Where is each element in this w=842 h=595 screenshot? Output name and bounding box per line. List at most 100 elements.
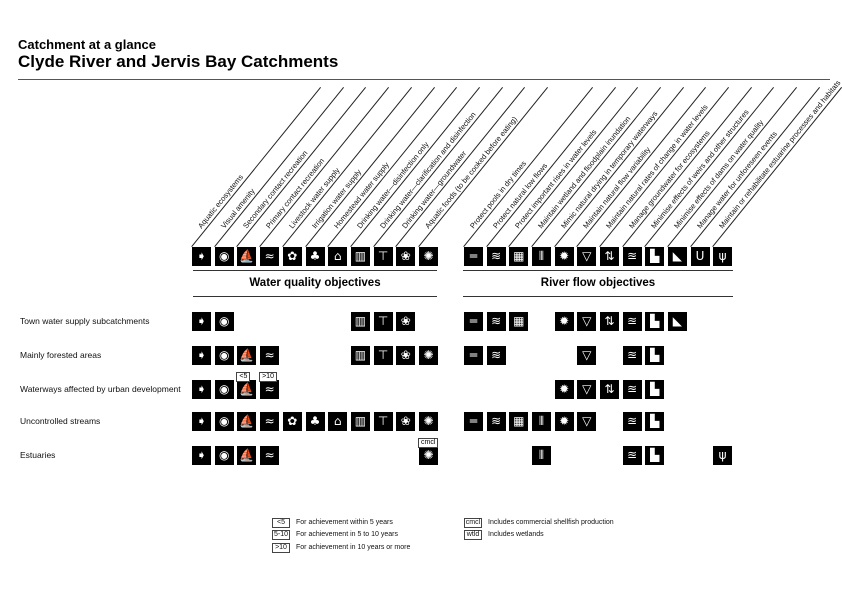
groundwater-icon: ≊ [622,446,642,465]
shell-icon: ✺ [419,412,438,431]
legend-code: 5-10 [272,530,290,540]
rising-water-icon: ▦ [509,247,529,266]
wetland-icon: ⫴ [531,446,551,465]
river-flow-heading: River flow objectives [540,277,656,289]
page-subtitle: Catchment at a glance [18,37,156,52]
fish-icon: ➧ [192,312,211,331]
pool-icon: ═ [464,346,483,365]
row-label: Town water supply subcatchments [20,316,150,326]
legend-code: <5 [272,518,290,528]
wq-bottom-line [193,296,437,297]
timeframe-tag: <5 [236,372,251,382]
up-down-arrows-icon: ⇅ [599,312,619,331]
channel-icon: ▽ [577,346,597,365]
page-title: Clyde River and Jervis Bay Catchments [18,52,339,71]
pump-icon: ❀ [396,346,416,365]
weir-icon: ▙ [645,380,665,399]
eye-icon: ◉ [214,312,234,331]
channel-icon: ▽ [577,312,597,331]
swimmer-icon: ≈ [260,446,280,465]
row-label: Mainly forested areas [20,350,102,360]
row-label: Uncontrolled streams [20,416,101,426]
livestock-icon: ✿ [282,412,302,431]
legend-item: 5-10 For achievement in 5 to 10 years [272,530,398,540]
channel-icon: ▽ [577,412,597,431]
legend-text: For achievement in 10 years or more [296,544,411,551]
low-flow-icon: ≋ [486,312,506,331]
weir-icon: ▙ [645,446,665,465]
low-flow-icon: ≋ [486,412,506,431]
groundwater-icon: ≊ [622,346,642,365]
eye-icon: ◉ [214,446,234,465]
pump-icon: ❀ [396,312,416,331]
wetland-icon: ⫴ [531,412,551,431]
row-label: Waterways affected by urban development [20,384,181,394]
fish-icon: ➧ [192,446,211,465]
wq-top-line [193,270,437,271]
shell-icon: ✺ [419,446,438,465]
weir-icon: ▙ [645,412,665,431]
channel-icon: ▽ [577,380,597,399]
bucket-icon: ▥ [350,247,370,266]
legend-text: Includes wetlands [488,531,544,538]
low-flow-icon: ≋ [486,247,506,266]
bucket-icon: ▥ [350,346,370,365]
weir-icon: ▙ [645,247,665,266]
water-quality-heading: Water quality objectives [249,277,381,289]
eye-icon: ◉ [214,412,234,431]
tap-icon: ⊤ [373,346,393,365]
estuary-icon: ψ [713,247,733,266]
fish-icon: ➧ [192,412,211,431]
weir-icon: ▙ [645,312,665,331]
sailboat-icon: ⛵ [237,412,257,431]
bucket-icon: ▥ [350,312,370,331]
low-flow-icon: ≋ [486,346,506,365]
dam-icon: ◣ [667,247,687,266]
weir-icon: ▙ [645,346,665,365]
title-divider [18,79,830,80]
swimmer-icon: ≈ [260,380,280,399]
swimmer-icon: ≈ [260,247,280,266]
rising-water-icon: ▦ [509,312,529,331]
groundwater-icon: ≊ [622,247,642,266]
cherries-icon: ♣ [305,247,325,266]
timeframe-tag: >10 [259,372,277,382]
groundwater-icon: ≊ [622,412,642,431]
tap-icon: ⊤ [373,247,393,266]
up-down-arrows-icon: ⇅ [599,380,619,399]
shell-icon: ✺ [419,346,438,365]
sailboat-icon: ⛵ [237,446,257,465]
fish-icon: ➧ [192,380,211,399]
legend-code: wtld [464,530,482,540]
estuary-icon: ψ [713,446,733,465]
eye-icon: ◉ [214,346,234,365]
pump-icon: ❀ [396,247,416,266]
rf-bottom-line [463,296,733,297]
pool-icon: ═ [464,312,483,331]
cherries-icon: ♣ [305,412,325,431]
row-label: Estuaries [20,450,56,460]
groundwater-icon: ≊ [622,312,642,331]
sun-icon: ✹ [554,247,574,266]
fish-icon: ➧ [192,247,211,266]
rising-water-icon: ▦ [509,412,529,431]
pool-icon: ═ [464,247,483,266]
tap-icon: ⊤ [373,412,393,431]
livestock-icon: ✿ [282,247,302,266]
wetland-icon: ⫴ [531,247,551,266]
legend-item: wtld Includes wetlands [464,530,544,540]
legend-text: For achievement in 5 to 10 years [296,531,398,538]
sailboat-icon: ⛵ [237,346,257,365]
sun-icon: ✹ [554,312,574,331]
sun-icon: ✹ [554,412,574,431]
shell-icon: ✺ [419,247,438,266]
legend-text: For achievement within 5 years [296,519,393,526]
bucket-icon: ▥ [350,412,370,431]
legend-text: Includes commercial shellfish production [488,519,614,526]
fish-icon: ➧ [192,346,211,365]
channel-icon: ▽ [577,247,597,266]
eye-icon: ◉ [214,380,234,399]
legend-item: <5 For achievement within 5 years [272,518,393,528]
